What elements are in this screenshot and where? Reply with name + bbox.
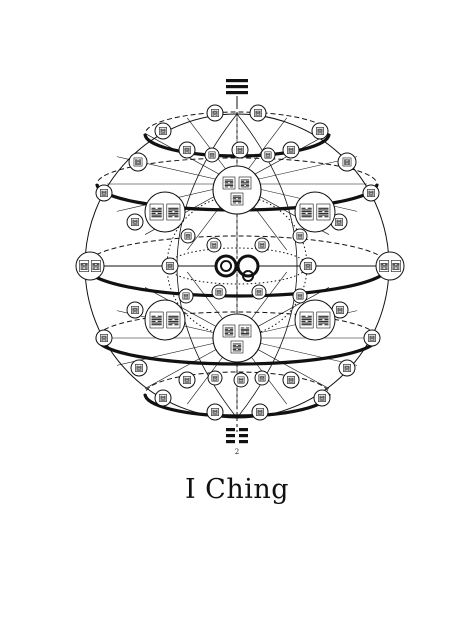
hexagram-node <box>249 104 267 122</box>
hexagram-node <box>311 122 329 140</box>
page-number: 2 <box>234 448 240 456</box>
hexagram-node <box>178 371 196 389</box>
hexagram-node <box>206 237 222 253</box>
hexagram-node <box>180 228 196 244</box>
hexagram-node <box>206 104 224 122</box>
hexagram-node <box>282 371 300 389</box>
hexagram-node <box>207 370 223 386</box>
hexagram-node <box>75 251 105 281</box>
hexagram-node <box>206 403 224 421</box>
hexagram-node <box>337 152 357 172</box>
hexagram-node <box>178 288 194 304</box>
hexagram-node <box>330 213 348 231</box>
hexagram-node <box>362 184 380 202</box>
hexagram-node <box>292 228 308 244</box>
hexagram-node <box>231 141 249 159</box>
hexagram-group-node-upper-right <box>294 191 336 233</box>
hexagram-group-node-upper-left <box>144 191 186 233</box>
hexagram-node <box>254 370 270 386</box>
hexagram-node <box>126 213 144 231</box>
hexagram-node <box>254 237 270 253</box>
hexagram-node <box>251 284 267 300</box>
hexagram-node <box>251 403 269 421</box>
center-double-spiral-symbol <box>214 254 260 282</box>
hexagram-node <box>154 389 172 407</box>
i-ching-sphere-diagram <box>75 79 405 444</box>
hexagram-node <box>292 288 308 304</box>
hexagram-node <box>299 257 317 275</box>
hexagram-node <box>375 251 405 281</box>
hexagram-group-node-lower-right <box>294 299 336 341</box>
hexagram-node <box>178 141 196 159</box>
trigram-earth-icon <box>226 428 248 444</box>
upper-hub-cluster <box>212 165 262 215</box>
hexagram-group-node-lower-left <box>144 299 186 341</box>
hexagram-node <box>95 329 113 347</box>
hexagram-node <box>233 372 249 388</box>
hexagram-node <box>126 301 144 319</box>
hexagram-node <box>128 152 148 172</box>
hexagram-node <box>363 329 381 347</box>
trigram-heaven-icon <box>226 79 248 95</box>
hexagram-node <box>154 122 172 140</box>
hexagram-node <box>282 141 300 159</box>
hexagram-node <box>211 284 227 300</box>
hexagram-node <box>130 359 148 377</box>
lower-hub-cluster <box>212 313 262 363</box>
hexagram-node <box>204 147 220 163</box>
hexagram-node <box>161 257 179 275</box>
hexagram-node <box>95 184 113 202</box>
page-title: I Ching <box>184 474 290 505</box>
hexagram-node <box>338 359 356 377</box>
hexagram-node <box>313 389 331 407</box>
hexagram-node <box>260 147 276 163</box>
